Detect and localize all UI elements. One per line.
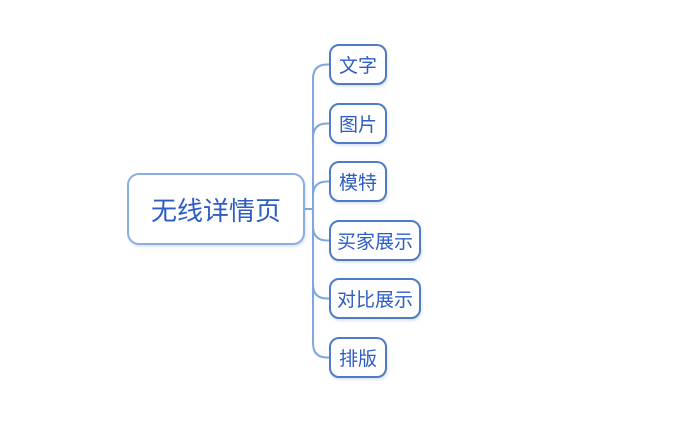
connector-branch-4 xyxy=(312,208,331,242)
child-node-label: 对比展示 xyxy=(336,290,413,311)
child-node-label: 文字 xyxy=(338,56,377,77)
child-node-label: 模特 xyxy=(338,173,377,194)
child-node-text[interactable]: 文字 xyxy=(329,44,387,85)
connector-branch-6 xyxy=(312,208,331,359)
child-node-model[interactable]: 模特 xyxy=(329,161,387,202)
child-node-label: 排版 xyxy=(338,349,377,370)
child-node-label: 图片 xyxy=(338,115,377,136)
connector-branch-2 xyxy=(312,122,331,210)
child-node-compare-show[interactable]: 对比展示 xyxy=(329,278,421,319)
child-node-label: 买家展示 xyxy=(336,232,413,253)
child-node-image[interactable]: 图片 xyxy=(329,103,387,144)
connector-branch-5 xyxy=(312,208,331,300)
child-node-layout[interactable]: 排版 xyxy=(329,337,387,378)
connector-branch-1 xyxy=(312,63,331,210)
connector-branch-3 xyxy=(312,180,331,210)
root-node[interactable]: 无线详情页 xyxy=(127,173,305,245)
child-node-buyer-show[interactable]: 买家展示 xyxy=(329,220,421,261)
root-node-label: 无线详情页 xyxy=(150,196,281,226)
